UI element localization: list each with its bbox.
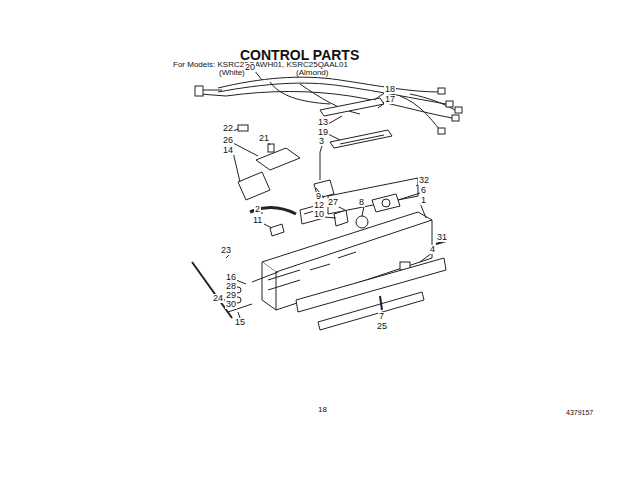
callout-number: 27	[327, 198, 339, 207]
callout-number: 6	[420, 186, 427, 195]
callout-number: 21	[258, 134, 270, 143]
callout-number: 7	[378, 312, 385, 321]
callout-number: 4	[429, 245, 436, 254]
callout-number: 30	[225, 300, 237, 309]
callout-number: 11	[252, 216, 263, 225]
color-note: (Almond)	[296, 69, 328, 77]
document-number: 4379157	[566, 409, 593, 416]
callout-number: 28	[225, 282, 237, 291]
callout-number: 18	[384, 85, 396, 94]
callout-number: 1	[420, 196, 427, 205]
color-note: (White)	[219, 69, 245, 77]
callout-number: 26	[222, 136, 234, 145]
callout-number: 31	[436, 233, 448, 242]
callout-number: 20	[244, 63, 256, 72]
callout-number: 9	[315, 192, 322, 201]
callout-number: 17	[384, 95, 396, 104]
callout-number: 3	[318, 137, 325, 146]
page-number: 18	[318, 406, 327, 414]
callout-number: 22	[222, 124, 234, 133]
callout-number: 24	[212, 294, 224, 303]
callout-number: 19	[317, 128, 329, 137]
callout-number: 23	[220, 246, 232, 255]
callout-number: 12	[313, 201, 325, 210]
callout-number: 8	[358, 198, 365, 207]
callout-number: 15	[234, 318, 246, 327]
model-line: For Models: KSRC25QAWH01, KSRC25QAAL01	[173, 61, 348, 69]
callout-number: 13	[317, 118, 329, 127]
callout-number: 29	[225, 291, 237, 300]
callout-number: 16	[225, 273, 237, 282]
callout-number: 10	[313, 210, 325, 219]
diagram-title: CONTROL PARTS	[240, 48, 359, 62]
callout-number: 25	[376, 322, 388, 331]
callout-number: 2	[254, 205, 261, 214]
callout-number: 32	[418, 176, 430, 185]
callout-number: 14	[222, 146, 234, 155]
